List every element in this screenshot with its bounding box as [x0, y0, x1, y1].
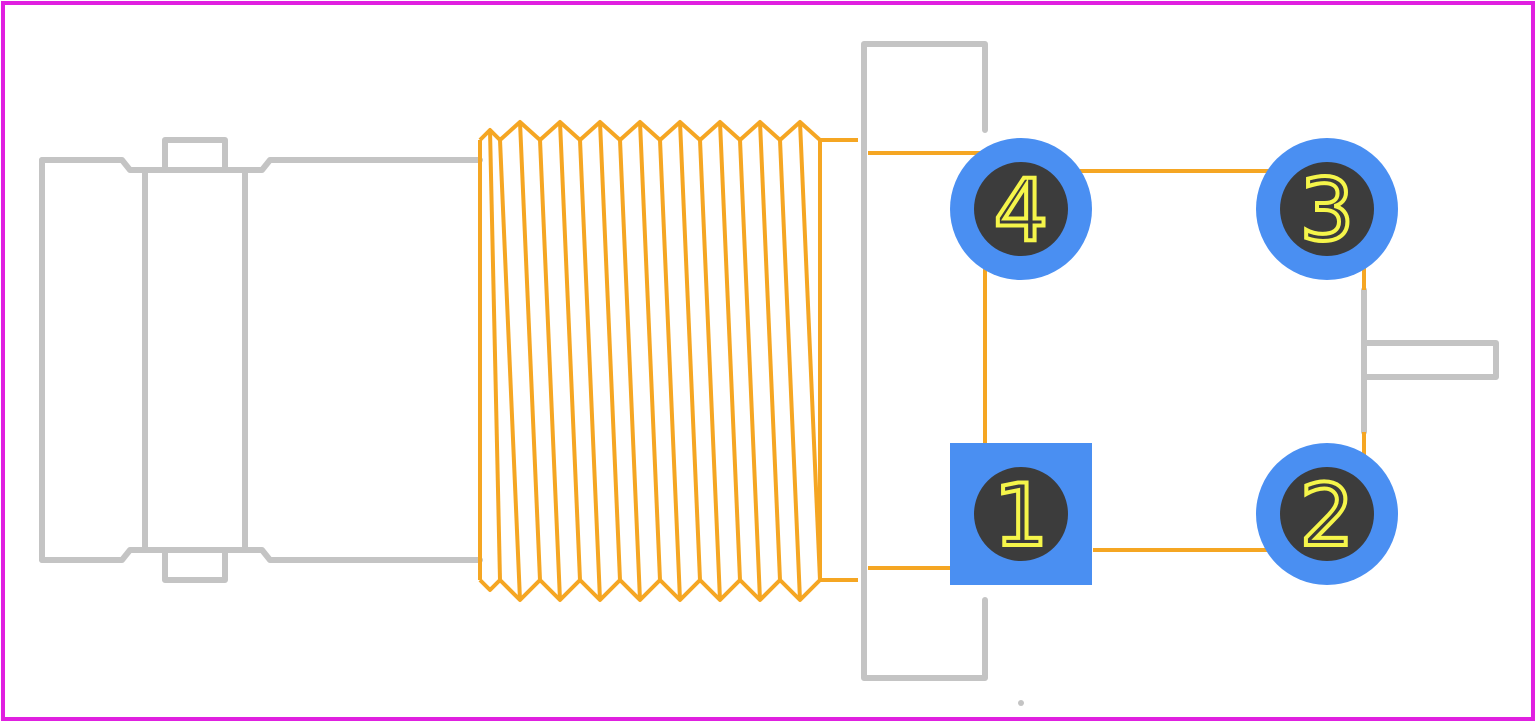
fabrication-outline — [478, 120, 1366, 602]
origin-marker — [1018, 700, 1024, 706]
pad-drill-hole — [974, 467, 1068, 561]
pad-drill-hole — [1280, 162, 1374, 256]
pad-number-label: 4 — [994, 161, 1049, 261]
pad-4: 4 — [950, 138, 1092, 280]
courtyard-outline — [39, 41, 1499, 681]
pad-3: 3 — [1256, 138, 1398, 280]
pad-2: 2 — [1256, 443, 1398, 585]
pad-number-label: 1 — [994, 466, 1049, 566]
pad-number-label: 3 — [1300, 161, 1355, 261]
pad-drill-hole — [974, 162, 1068, 256]
pads: 1 2 3 4 — [950, 138, 1398, 585]
pad-drill-hole — [1280, 467, 1374, 561]
pad-1: 1 — [950, 443, 1092, 585]
pad-number-label: 2 — [1300, 466, 1355, 566]
